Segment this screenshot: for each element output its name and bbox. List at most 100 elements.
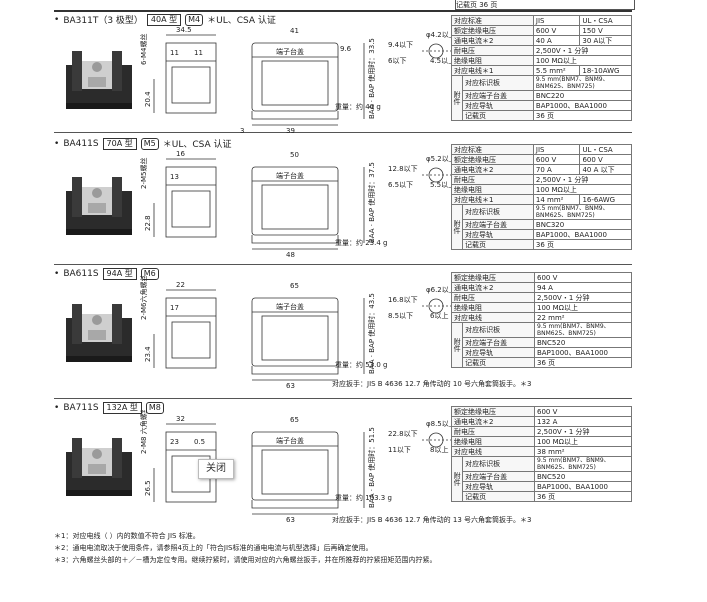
spec-label: 绝缘电阻 bbox=[451, 302, 535, 313]
spec-table: 对应标准 JIS UL・CSA 额定绝缘电压 600 V 150 V 通电电流＊… bbox=[450, 15, 633, 121]
dim-d: 50 bbox=[290, 151, 299, 159]
spec-value: 600 V bbox=[534, 272, 632, 283]
product-heading: • BA711S 132A 型 M8 bbox=[54, 402, 168, 414]
dim-g: 48 bbox=[286, 251, 295, 259]
footnote-1: ＊1：对应电线（ ）内的数值不符合 JIS 标准。 bbox=[54, 532, 200, 540]
dim-c: 11 bbox=[194, 49, 203, 57]
accessory-value: 9.5 mm(BNM7、BNM9、 BNM625、BNM725) bbox=[532, 204, 633, 220]
product-photo bbox=[62, 163, 142, 235]
dim-a: 34.5 bbox=[176, 26, 192, 34]
spec-header-cell: JIS bbox=[532, 144, 581, 155]
spec-header-cell: UL・CSA bbox=[579, 15, 632, 26]
accessory-label: 对应端子台盖 bbox=[462, 219, 534, 230]
spec-row: 对应电线 38 mm² bbox=[451, 446, 632, 457]
accessory-value: BNC520 bbox=[534, 337, 632, 348]
previous-table-fragment: 记载页 36 页 bbox=[455, 0, 635, 10]
accessory-row: 对应端子台盖 BNC220 bbox=[452, 90, 633, 101]
rating-badge: 40A 型 bbox=[146, 13, 182, 26]
model-name: BA611S bbox=[63, 269, 99, 279]
dim-a: 16 bbox=[176, 150, 185, 158]
dim-rc: φ6.2以上 bbox=[426, 285, 456, 294]
dim-rail: BAA · BAP 使用时：43.5 bbox=[367, 293, 376, 374]
accessory-group-label: 附件 bbox=[450, 204, 464, 250]
spec-value: 40 A bbox=[532, 35, 581, 46]
dimension-drawing: 32 23 0.5 65 26.5 63 2-M8 六角螺丝 端子台盖 BAA … bbox=[139, 406, 460, 529]
dim-ra: 22.8以下 bbox=[388, 430, 418, 438]
spec-value: 100 MΩ以上 bbox=[534, 302, 632, 313]
weight-text: 重量：约 23.4 g bbox=[335, 239, 388, 247]
dim-h: 3 bbox=[240, 127, 244, 135]
spec-row: 绝缘电阻 100 MΩ以上 bbox=[451, 302, 632, 313]
spec-value: 600 V bbox=[579, 154, 632, 165]
dim-cover: 端子台盖 bbox=[276, 171, 304, 180]
spec-value: 94 A bbox=[534, 282, 632, 293]
accessory-label: 对应端子台盖 bbox=[462, 337, 535, 348]
rating-badge: 94A 型 bbox=[102, 268, 137, 280]
spec-value: 100 MΩ以上 bbox=[532, 55, 633, 66]
accessory-label: 对应导轨 bbox=[462, 229, 534, 240]
spec-table: 对应标准 JIS UL・CSA 额定绝缘电压 600 V 600 V 通电电流＊… bbox=[450, 144, 633, 250]
spec-label: 绝缘电阻 bbox=[451, 436, 535, 447]
wrench-note: 对应扳手：JIS B 4636 12.7 角传动的 10 号六角套筒扳手。＊3 bbox=[332, 380, 532, 388]
product-heading: • BA311T（3 极型） 40A 型 M4 ＊UL、CSA 认证 bbox=[54, 13, 276, 26]
accessory-row: 对应端子台盖 BNC520 bbox=[452, 471, 632, 482]
spec-value: 132 A bbox=[534, 416, 632, 427]
screw-size-badge: M5 bbox=[140, 137, 159, 150]
dim-screw: 2-M8 六角螺丝 bbox=[140, 410, 148, 454]
close-button[interactable]: 关闭 bbox=[198, 459, 234, 479]
dim-d: 65 bbox=[290, 416, 299, 424]
screw-size-badge: M6 bbox=[140, 268, 159, 280]
dim-a: 22 bbox=[176, 281, 185, 289]
spec-header-cell: UL・CSA bbox=[579, 144, 632, 155]
spec-label: 额定绝缘电压 bbox=[451, 25, 534, 36]
accessory-label: 对应标识板 bbox=[462, 75, 534, 91]
dim-screw: 6-M4螺丝 bbox=[140, 34, 148, 65]
model-name: BA711S bbox=[63, 403, 99, 413]
spec-row: 通电电流＊2 40 A 30 A以下 bbox=[451, 35, 632, 46]
dim-rc: φ4.2以上 bbox=[426, 30, 456, 39]
product-photo bbox=[62, 37, 142, 109]
spec-value: 600 V bbox=[532, 25, 581, 36]
accessory-row: 对应端子台盖 BNC520 bbox=[452, 337, 632, 348]
accessory-value: 36 页 bbox=[534, 357, 632, 368]
spec-table: 额定绝缘电压 600 V 通电电流＊2 94 A 耐电压 2,500V・1 分钟… bbox=[450, 272, 632, 368]
dim-d: 41 bbox=[290, 27, 299, 35]
dim-cover: 端子台盖 bbox=[276, 47, 304, 56]
dim-g: 63 bbox=[286, 382, 295, 390]
spec-header-row: 对应标准 JIS UL・CSA bbox=[451, 15, 632, 26]
accessory-value: 9.5 mm(BNM7、BNM9、 BNM625、BNM725) bbox=[534, 456, 632, 472]
dim-rd: 6以上 bbox=[430, 311, 448, 320]
footnote-3: ＊3：六角螺丝头部的＋／－槽为定位专用。继续拧紧时，请使用对应的六角螺丝扳手，并… bbox=[54, 556, 437, 564]
accessory-label: 对应导轨 bbox=[462, 100, 534, 111]
accessory-label: 对应端子台盖 bbox=[462, 90, 534, 101]
spec-row: 通电电流＊2 94 A bbox=[451, 282, 632, 293]
spec-value: 100 MΩ以上 bbox=[532, 184, 633, 195]
dim-rb: 8.5以下 bbox=[388, 312, 413, 320]
spec-row: 对应电线 22 mm² bbox=[451, 312, 632, 323]
accessory-value: 36 页 bbox=[534, 491, 632, 502]
spec-value: 2,500V・1 分钟 bbox=[532, 174, 633, 185]
accessory-row: 附件 对应标识板 9.5 mm(BNM7、BNM9、 BNM625、BNM725… bbox=[450, 204, 633, 250]
dim-rail: BAA · BAP 使用时：33.5 bbox=[367, 38, 376, 119]
spec-label: 绝缘电阻 bbox=[451, 184, 534, 195]
dim-c: 0.5 bbox=[194, 438, 205, 446]
spec-row: 通电电流＊2 70 A 40 A 以下 bbox=[451, 164, 632, 175]
accessory-row: 对应导轨 BAP1000、BAA1000 bbox=[452, 347, 632, 358]
screw-size-badge: M8 bbox=[145, 402, 164, 414]
dim-b: 17 bbox=[170, 304, 179, 312]
section-divider bbox=[54, 132, 632, 133]
product-section: • BA311T（3 极型） 40A 型 M4 ＊UL、CSA 认证 bbox=[54, 13, 633, 135]
accessory-row: 附件 对应标识板 9.5 mm(BNM7、BNM9、 BNM625、BNM725… bbox=[450, 322, 632, 368]
spec-row: 对应电线＊1 5.5 mm² 18-10AWG bbox=[451, 65, 632, 76]
dimension-drawing: 16 13 50 22.8 48 2-M5螺丝 端子台盖 BAA · BAP 使… bbox=[139, 145, 460, 264]
accessory-row: 记载页 36 页 bbox=[452, 110, 633, 121]
spec-value: 38 mm² bbox=[534, 446, 632, 457]
footnote-2: ＊2：通电电流取决于使用条件，请参照4页上的「符合JIS标准的通电电流与机型选择… bbox=[54, 544, 373, 552]
accessory-value: 9.5 mm(BNM7、BNM9、 BNM625、BNM725) bbox=[532, 75, 633, 91]
spec-value: 150 V bbox=[579, 25, 632, 36]
accessory-group-label: 附件 bbox=[450, 456, 464, 502]
spec-value: 14 mm² bbox=[532, 194, 581, 205]
accessory-row: 对应导轨 BAP1000、BAA1000 bbox=[452, 229, 633, 240]
spec-label: 额定绝缘电压 bbox=[451, 406, 535, 417]
dim-f: 22.8 bbox=[144, 215, 152, 231]
